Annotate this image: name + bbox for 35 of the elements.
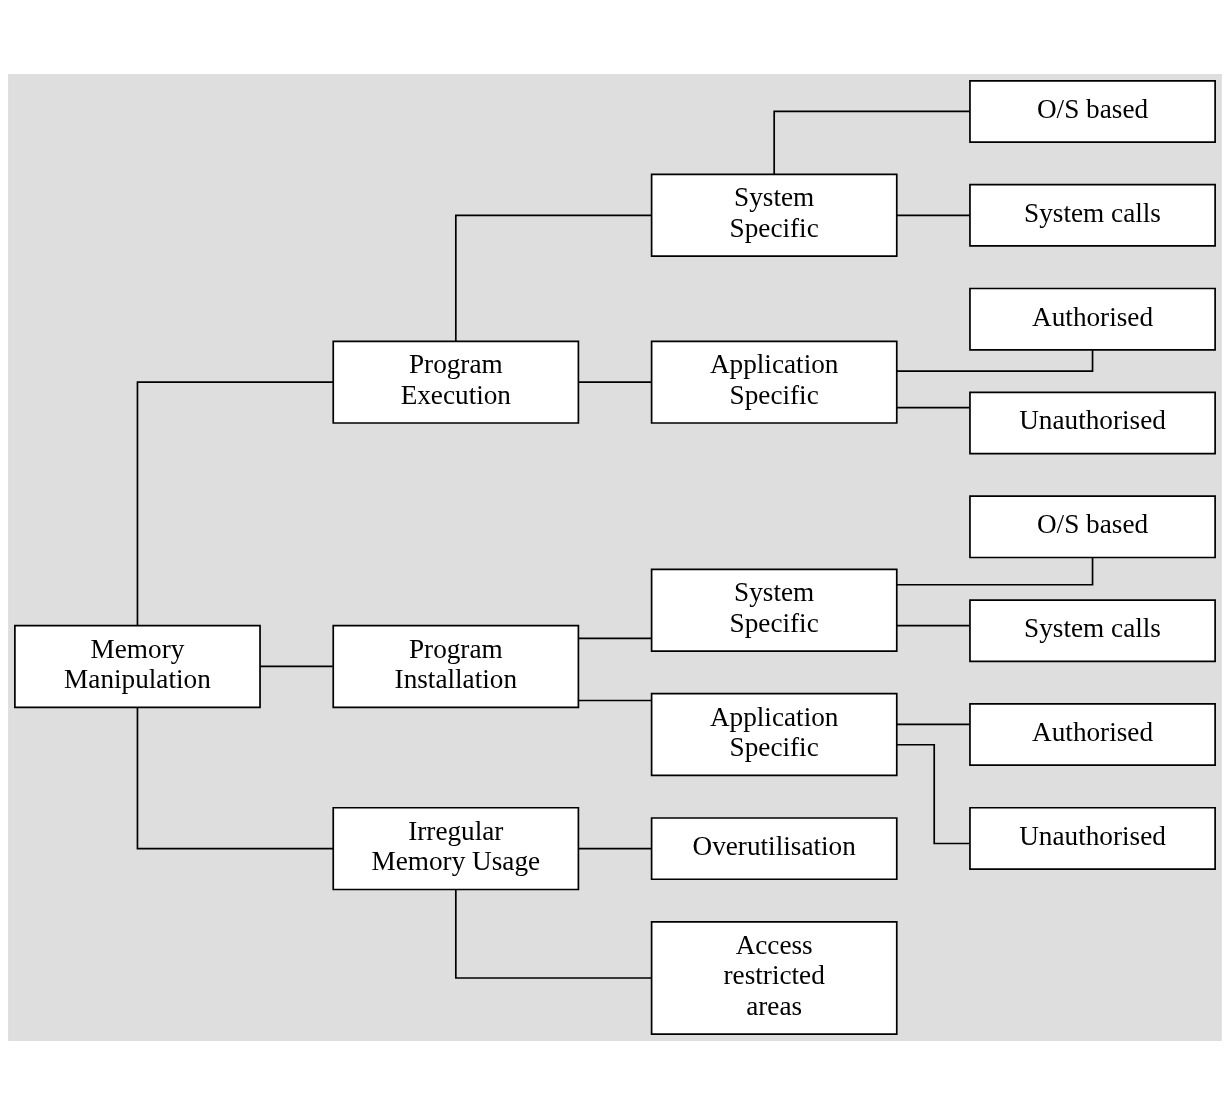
node-box: Unauthorised	[969, 391, 1216, 454]
node-box: Unauthorised	[969, 806, 1216, 870]
connector	[136, 706, 335, 849]
connector	[577, 380, 652, 383]
connector	[895, 723, 971, 725]
node-box: Irregular Memory Usage	[332, 806, 580, 890]
connector	[896, 743, 971, 844]
node-box: Overutilisation	[650, 816, 898, 880]
connector	[259, 665, 334, 667]
node-box: O/S based	[969, 494, 1216, 558]
connector	[454, 888, 653, 979]
connector	[454, 213, 653, 342]
connector	[895, 213, 971, 216]
node-box: Authorised	[969, 287, 1216, 351]
node-box: Application Specific	[650, 339, 898, 424]
node-box: Authorised	[969, 702, 1216, 766]
node-box: System Specific	[650, 568, 898, 652]
node-box: O/S based	[969, 79, 1216, 143]
node-box: System calls	[969, 598, 1216, 662]
connector	[577, 699, 652, 701]
node-box: System Specific	[650, 173, 898, 257]
node-box: Application Specific	[650, 692, 898, 776]
node-box: Memory Manipulation	[14, 624, 261, 708]
node-box: System calls	[969, 183, 1216, 247]
node-box: Program Execution	[332, 339, 580, 424]
connector	[895, 406, 971, 409]
connector	[895, 556, 1094, 586]
connector	[773, 110, 971, 175]
connector	[895, 348, 1094, 372]
connector	[577, 637, 652, 639]
connector	[136, 380, 335, 626]
connector	[895, 624, 971, 626]
node-box: Program Installation	[332, 624, 580, 708]
node-box: Access restricted areas	[650, 920, 898, 1035]
connector	[577, 847, 652, 849]
